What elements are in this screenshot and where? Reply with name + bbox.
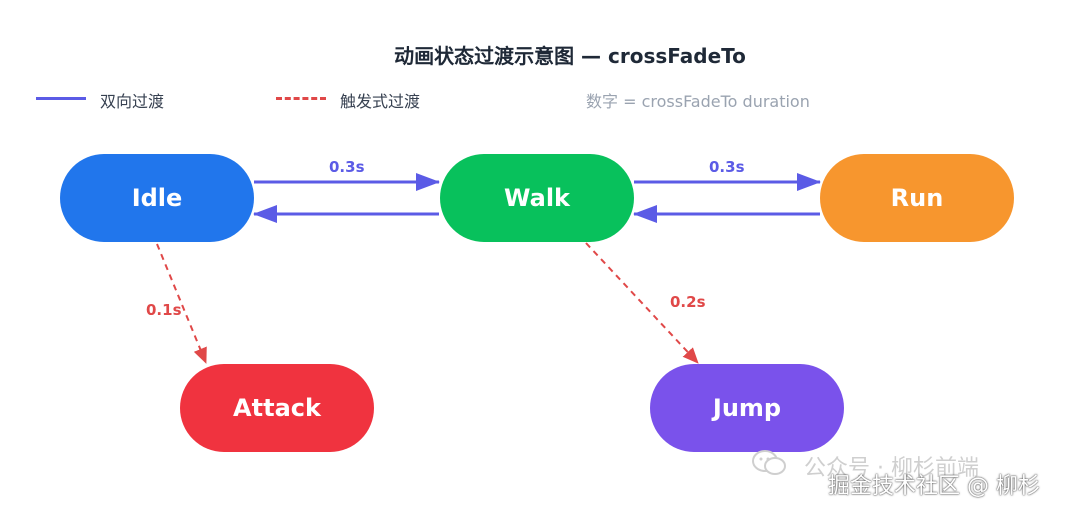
label-walk-run: 0.3s <box>709 158 745 176</box>
legend-bidirectional-label: 双向过渡 <box>100 92 165 111</box>
legend-triggered-label: 触发式过渡 <box>340 92 421 111</box>
label-walk-jump: 0.2s <box>670 293 706 311</box>
watermark-line-2: 掘金技术社区 @ 柳杉 <box>828 474 1040 499</box>
diagram-title: 动画状态过渡示意图 — crossFadeTo <box>394 44 746 68</box>
node-idle: Idle <box>60 154 254 242</box>
legend-dashed-line <box>276 97 326 100</box>
label-idle-attack: 0.1s <box>146 301 182 319</box>
wechat-icon <box>752 450 786 475</box>
legend-note: 数字 = crossFadeTo duration <box>586 92 810 111</box>
legend-solid-line <box>36 97 86 100</box>
node-attack: Attack <box>180 364 374 452</box>
node-walk: Walk <box>440 154 634 242</box>
watermark-line-1: 公众号 · 柳杉前端 <box>804 456 979 481</box>
node-jump: Jump <box>650 364 844 452</box>
arrow-walk-to-jump <box>585 242 699 364</box>
node-run: Run <box>820 154 1014 242</box>
label-idle-walk: 0.3s <box>329 158 365 176</box>
